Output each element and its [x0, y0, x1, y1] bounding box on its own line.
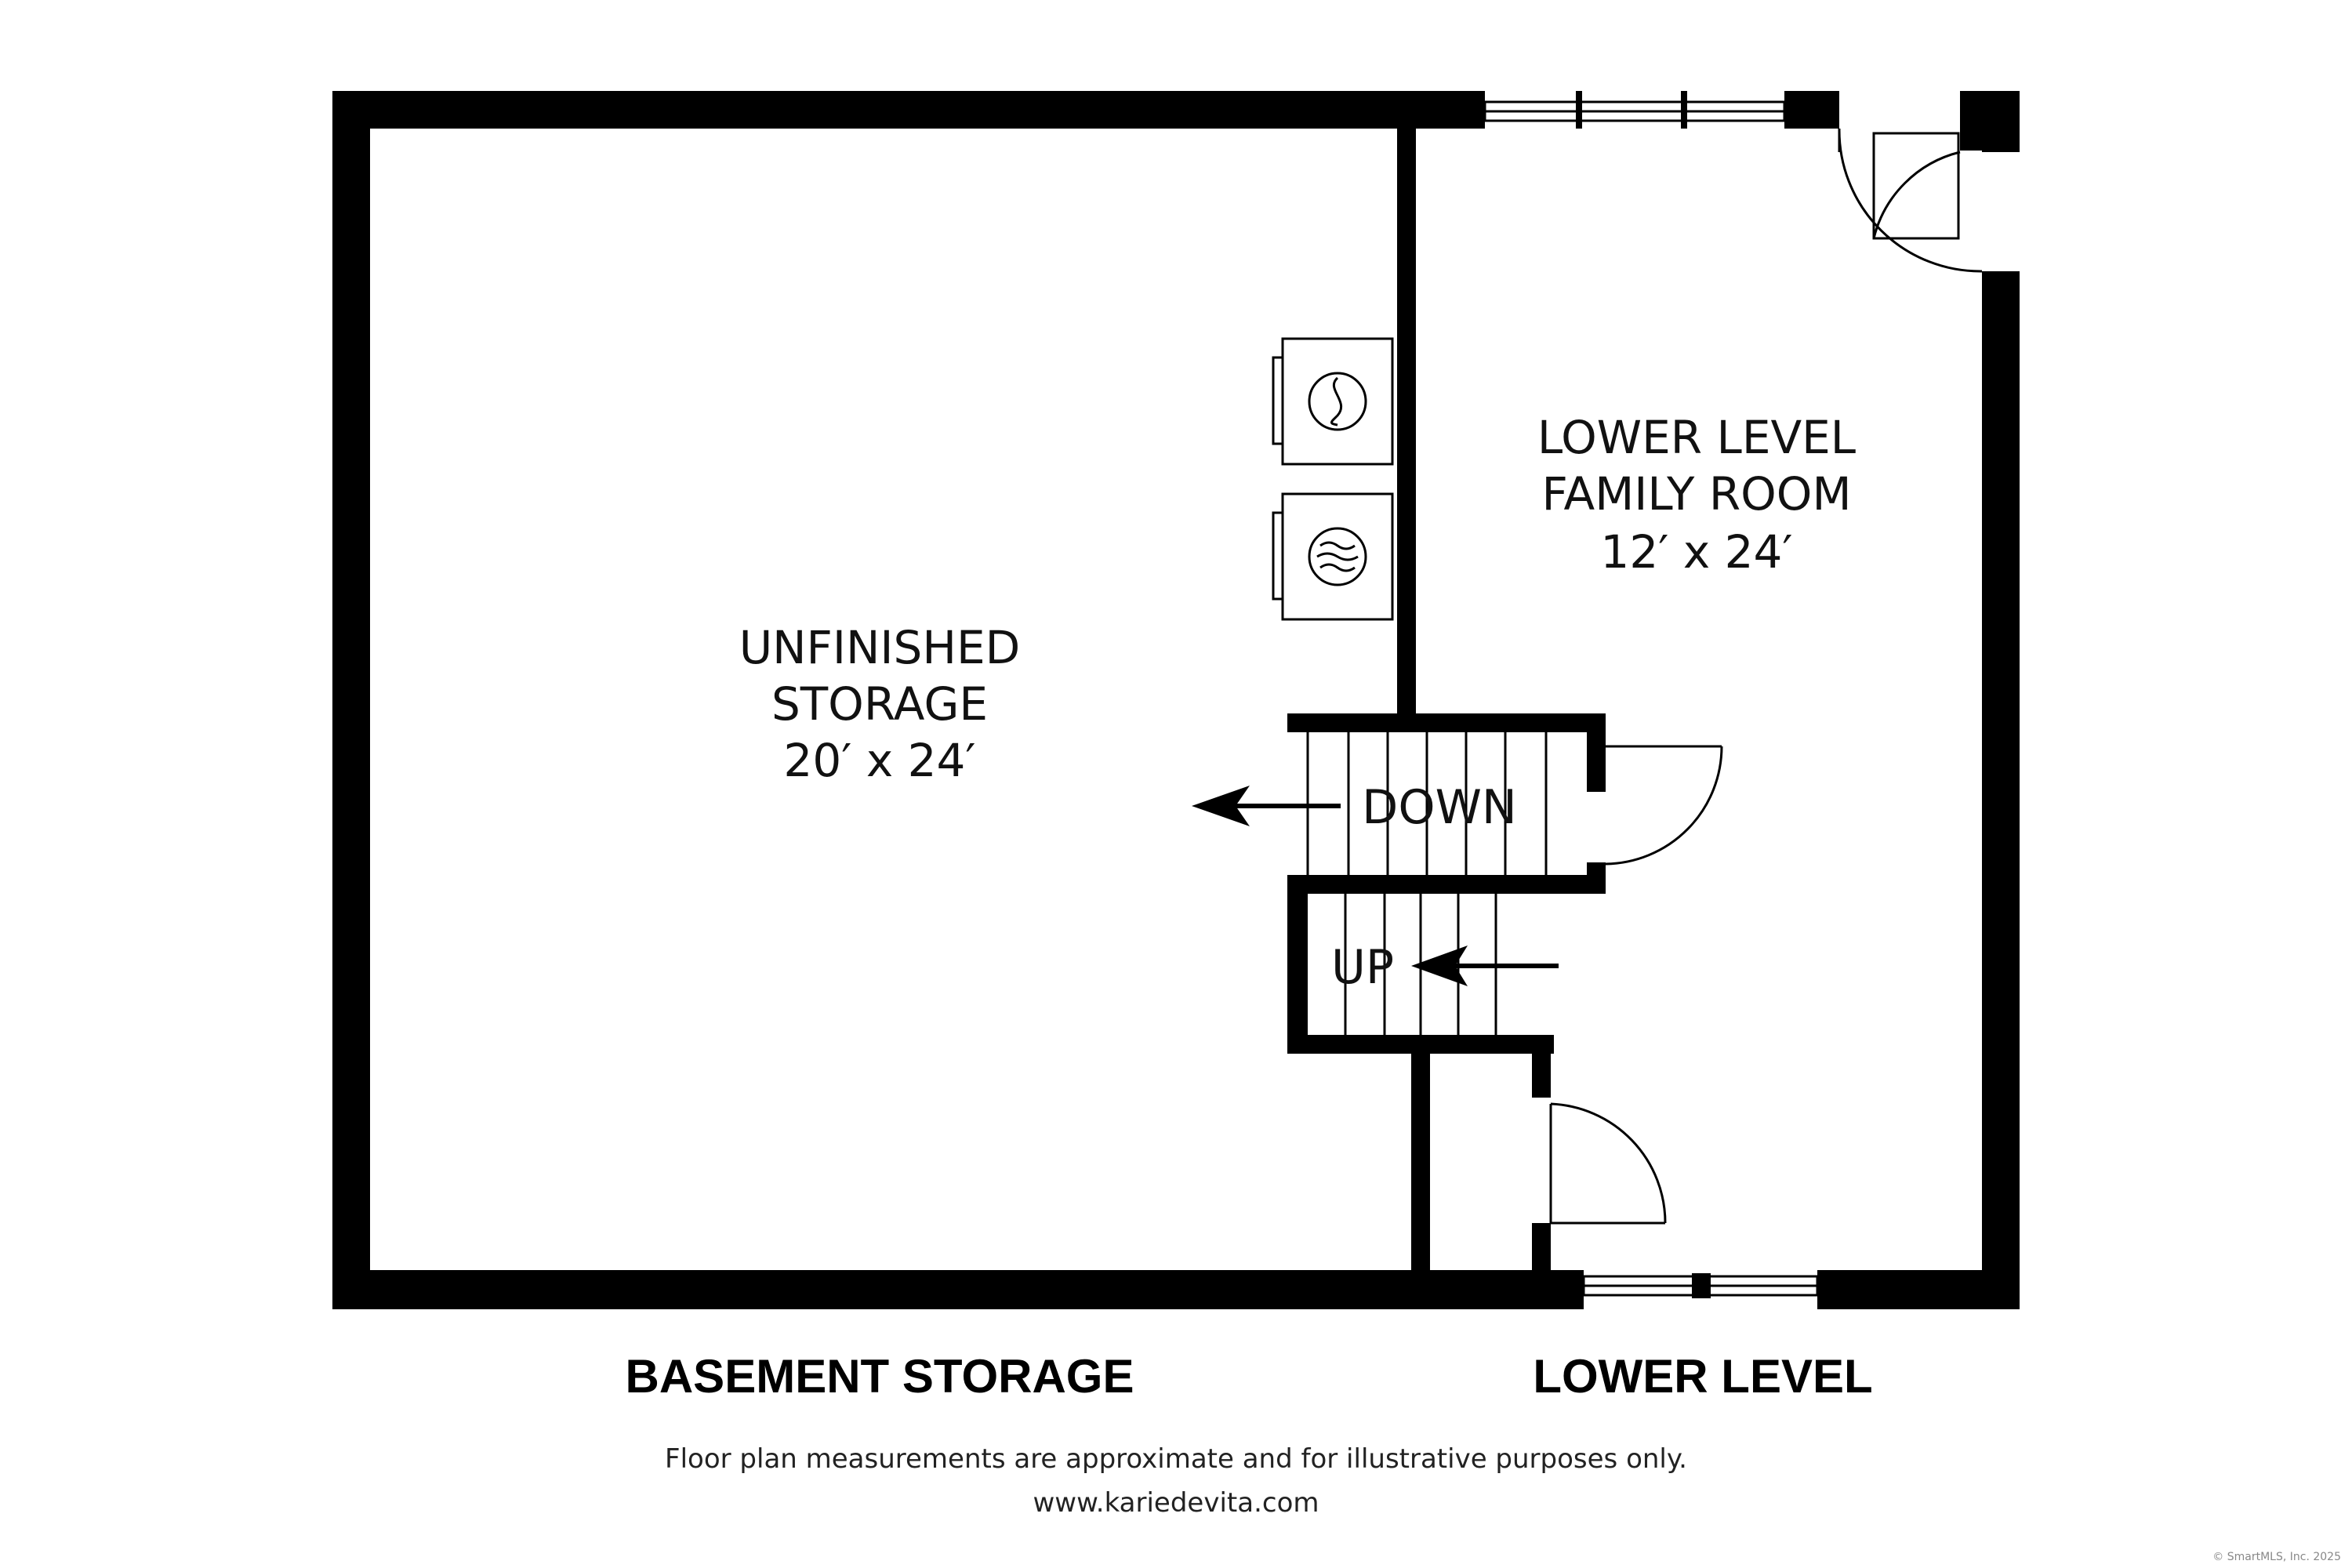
level-label-basement-storage: BASEMENT STORAGE [626, 1350, 1134, 1403]
room-label-storage: UNFINISHED STORAGE 20′ x 24′ [739, 621, 1021, 787]
storage-dimensions: 20′ x 24′ [783, 734, 975, 787]
stair-door [1605, 745, 1723, 866]
disclaimer-text: Floor plan measurements are approximate … [665, 1443, 1687, 1475]
stairs-down-label: DOWN [1362, 780, 1517, 835]
family-dimensions: 12′ x 24′ [1600, 525, 1792, 579]
room-label-family: LOWER LEVEL FAMILY ROOM 12′ x 24′ [1537, 411, 1856, 579]
storage-name-line1: UNFINISHED [739, 621, 1021, 674]
storage-name-line2: STORAGE [771, 677, 988, 731]
bottom-window-mullion [1692, 1273, 1711, 1298]
stairs-up-label: UP [1331, 940, 1394, 995]
entry-door [1838, 128, 1983, 273]
washer-icon [1272, 492, 1394, 621]
top-windows [1483, 100, 1786, 122]
down-arrow-icon [1192, 786, 1341, 826]
closet-door [1549, 1102, 1667, 1225]
website-text: www.kariedevita.com [1033, 1487, 1319, 1519]
interior-walls [1287, 129, 1606, 1278]
dryer-icon [1272, 337, 1394, 466]
family-name-line2: FAMILY ROOM [1542, 467, 1852, 521]
exterior-walls [332, 91, 2020, 1309]
family-name-line1: LOWER LEVEL [1537, 411, 1856, 464]
copyright-text: © SmartMLS, Inc. 2025 [2212, 1551, 2341, 1563]
level-label-lower-level: LOWER LEVEL [1533, 1350, 1872, 1403]
up-arrow-icon [1411, 946, 1559, 986]
window-mullions [1576, 91, 1687, 129]
